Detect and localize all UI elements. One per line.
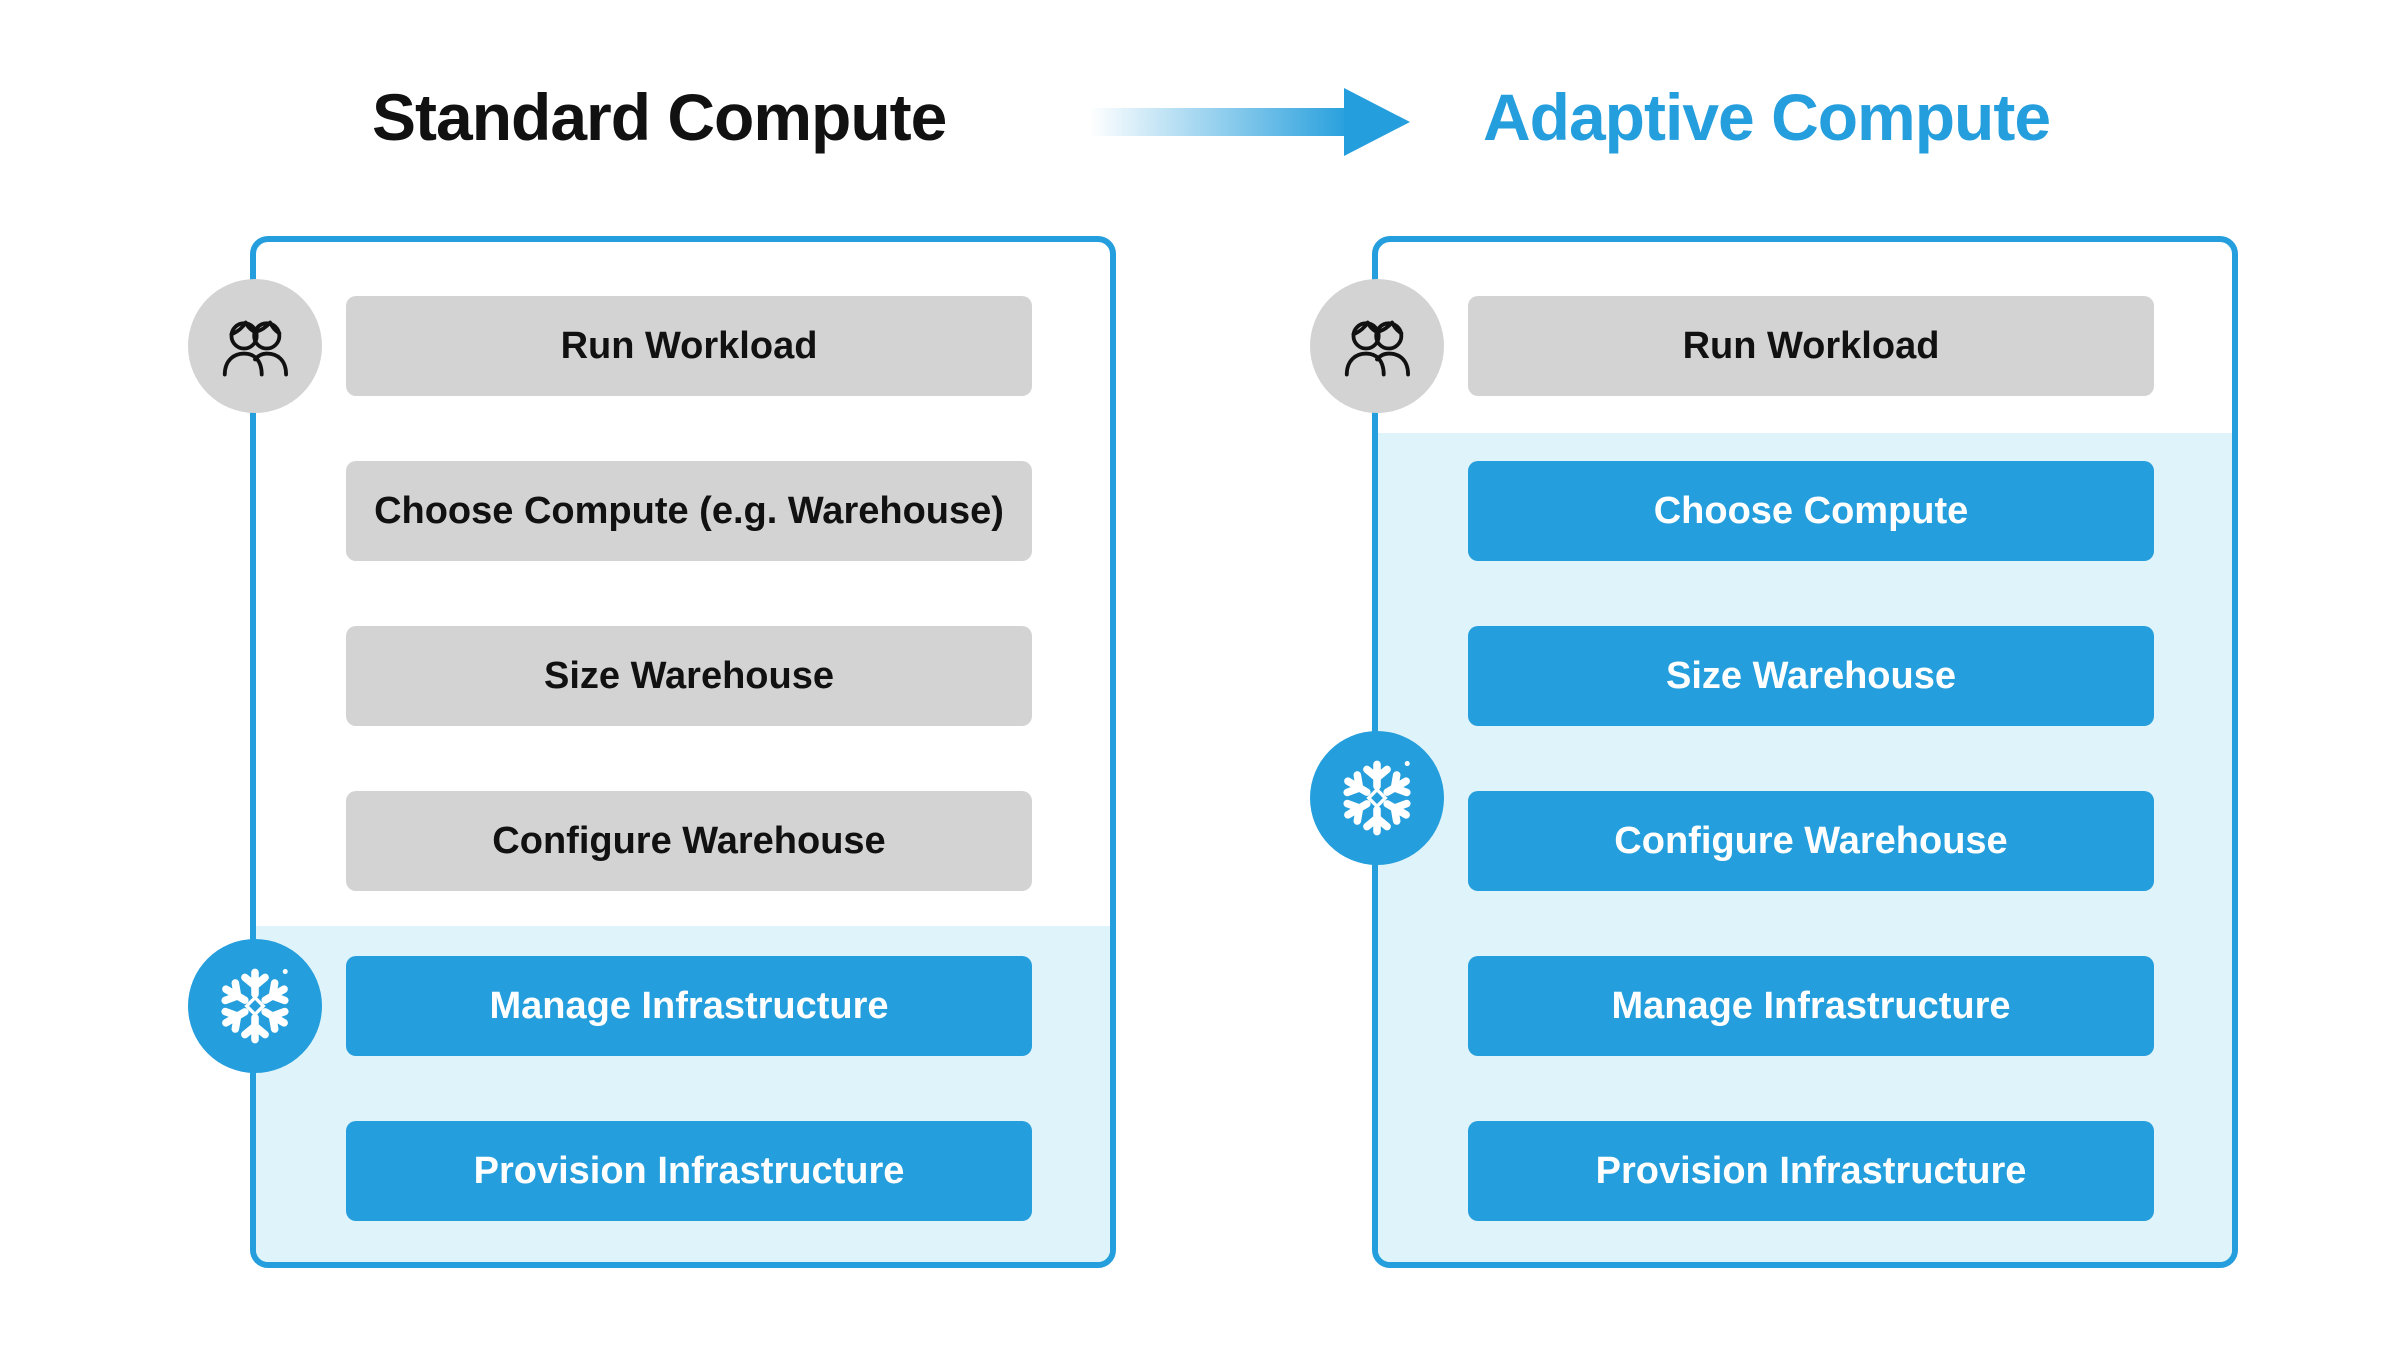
step-provision-infrastructure: Provision Infrastructure	[1468, 1121, 2154, 1221]
snowflake-icon	[188, 939, 322, 1073]
users-icon	[1310, 279, 1444, 413]
step-run-workload: Run Workload	[346, 296, 1032, 396]
adaptive-compute-title: Adaptive Compute	[1483, 80, 2051, 154]
step-size-warehouse: Size Warehouse	[1468, 626, 2154, 726]
step-configure-warehouse: Configure Warehouse	[346, 791, 1032, 891]
step-manage-infrastructure: Manage Infrastructure	[346, 956, 1032, 1056]
step-choose-compute: Choose Compute (e.g. Warehouse)	[346, 461, 1032, 561]
step-manage-infrastructure: Manage Infrastructure	[1468, 956, 2154, 1056]
standard-compute-title: Standard Compute	[372, 80, 947, 154]
step-choose-compute: Choose Compute	[1468, 461, 2154, 561]
snowflake-icon	[1310, 731, 1444, 865]
step-provision-infrastructure: Provision Infrastructure	[346, 1121, 1032, 1221]
step-configure-warehouse: Configure Warehouse	[1468, 791, 2154, 891]
transition-arrow-icon	[1090, 88, 1410, 156]
step-run-workload: Run Workload	[1468, 296, 2154, 396]
users-icon	[188, 279, 322, 413]
step-size-warehouse: Size Warehouse	[346, 626, 1032, 726]
